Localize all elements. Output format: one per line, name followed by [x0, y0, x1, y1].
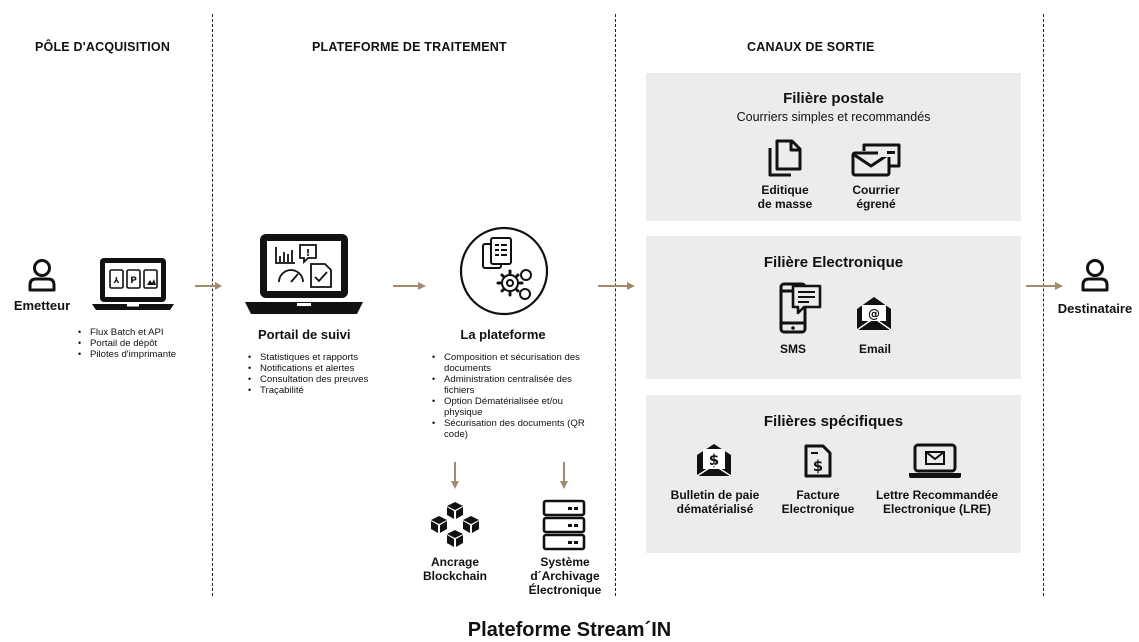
flow-arrow: [393, 282, 426, 290]
flow-arrow: [598, 282, 635, 290]
recipient-user-icon: [1081, 259, 1109, 292]
footer-title: Plateforme Stream´IN: [467, 619, 672, 641]
acquisition-item: Portail de dépôt: [77, 338, 207, 349]
platform-item: Composition et sécurisation des document…: [431, 352, 596, 374]
postal-channel-panel: Filière postale Courriers simples et rec…: [646, 73, 1021, 221]
svg-text:P: P: [130, 276, 137, 286]
specific-item-label: Bulletin de paie dématérialisé: [670, 488, 760, 516]
svg-text:@: @: [868, 307, 880, 321]
platform-title: La plateforme: [460, 327, 546, 342]
dashboard-laptop-icon: !: [245, 234, 363, 314]
flow-arrow: [195, 282, 222, 290]
invoice-icon: $: [804, 444, 832, 478]
documents-icon: [768, 139, 802, 177]
sms-phone-icon: [779, 282, 822, 334]
acquisition-list: Flux Batch et API Portail de dépôt Pilot…: [77, 327, 207, 360]
portal-item: Traçabilité: [247, 385, 407, 396]
platform-list: Composition et sécurisation des document…: [431, 352, 596, 440]
portal-list: Statistiques et rapports Notifications e…: [247, 352, 407, 396]
specific-channel-panel: Filières spécifiques $ Bulletin de paie …: [646, 395, 1021, 553]
recipient-label: Destinataire: [1057, 301, 1133, 316]
platform-item: Option Dématérialisée et/ou physique: [431, 396, 596, 418]
portal-item: Consultation des preuves: [247, 374, 407, 385]
flow-arrow-down: [560, 462, 568, 489]
archive-label: Système d´Archivage Électronique: [528, 555, 602, 597]
portal-item: Notifications et alertes: [247, 363, 407, 374]
electronic-item-label: Email: [858, 342, 891, 356]
portal-item: Statistiques et rapports: [247, 352, 407, 363]
acquisition-item: Flux Batch et API: [77, 327, 207, 338]
column-title-acquisition: PÔLE D'ACQUISITION: [35, 40, 171, 54]
specific-title: Filières spécifiques: [763, 413, 904, 430]
acquisition-laptop-icon: ⅄ P: [92, 258, 174, 310]
column-title-treatment: PLATEFORME DE TRAITEMENT: [312, 40, 507, 54]
portal-title: Portail de suivi: [258, 327, 351, 342]
postal-item-label: Editique de masse: [757, 183, 813, 211]
separator-output: [1043, 14, 1044, 596]
laptop-mail-icon: [909, 443, 961, 478]
postal-subtitle: Courriers simples et recommandés: [736, 110, 931, 124]
mailbox-icon: [851, 143, 901, 177]
svg-text:⅄: ⅄: [112, 276, 119, 285]
flow-arrow-down: [451, 462, 459, 489]
blockchain-label: Ancrage Blockchain: [422, 555, 488, 583]
separator-acquisition: [212, 14, 213, 596]
electronic-channel-panel: Filière Electronique SMS @ Email: [646, 236, 1021, 379]
platform-item: Sécurisation des documents (QR code): [431, 418, 596, 440]
platform-gears-icon: [459, 226, 549, 316]
specific-item-label: Lettre Recommandée Electronique (LRE): [875, 488, 999, 516]
flow-arrow: [1026, 282, 1063, 290]
blockchain-cubes-icon: [431, 502, 479, 547]
acquisition-item: Pilotes d'imprimante: [77, 349, 207, 360]
emitter-label: Emetteur: [13, 298, 71, 313]
emitter-user-icon: [28, 259, 56, 292]
svg-text:!: !: [306, 248, 311, 259]
email-envelope-icon: @: [856, 297, 892, 331]
postal-item-label: Courrier égrené: [852, 183, 900, 211]
svg-text:$: $: [709, 451, 719, 469]
postal-title: Filière postale: [783, 90, 884, 107]
electronic-item-label: SMS: [779, 342, 806, 356]
electronic-title: Filière Electronique: [763, 254, 904, 271]
specific-item-label: Facture Electronique: [781, 488, 855, 516]
svg-text:$: $: [813, 457, 823, 475]
payslip-envelope-icon: $: [696, 444, 732, 477]
platform-item: Administration centralisée des fichiers: [431, 374, 596, 396]
column-title-output: CANAUX DE SORTIE: [747, 40, 875, 54]
separator-treatment: [615, 14, 616, 596]
archive-server-icon: [542, 499, 586, 551]
